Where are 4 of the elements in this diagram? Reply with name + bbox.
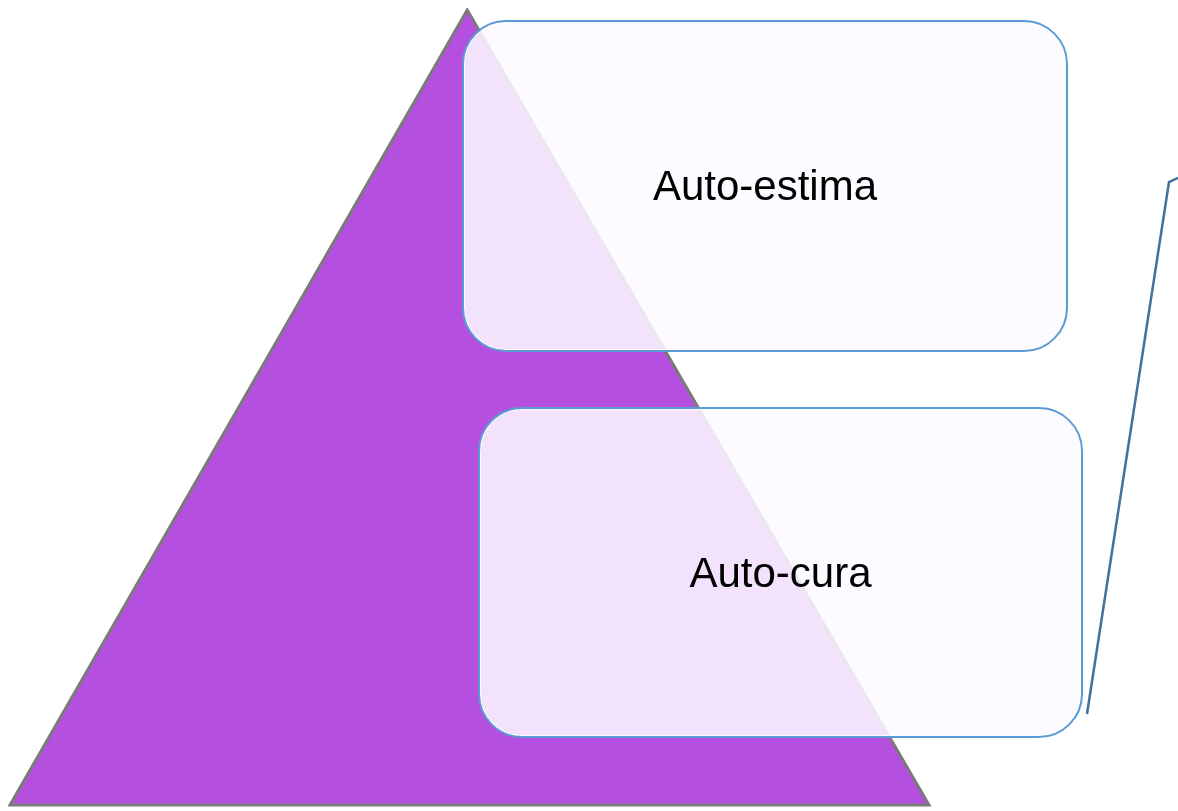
box-label: Auto-cura xyxy=(689,548,872,597)
rounded-box xyxy=(462,20,1068,352)
rounded-box xyxy=(478,407,1083,738)
box-label: Auto-estima xyxy=(652,162,878,210)
